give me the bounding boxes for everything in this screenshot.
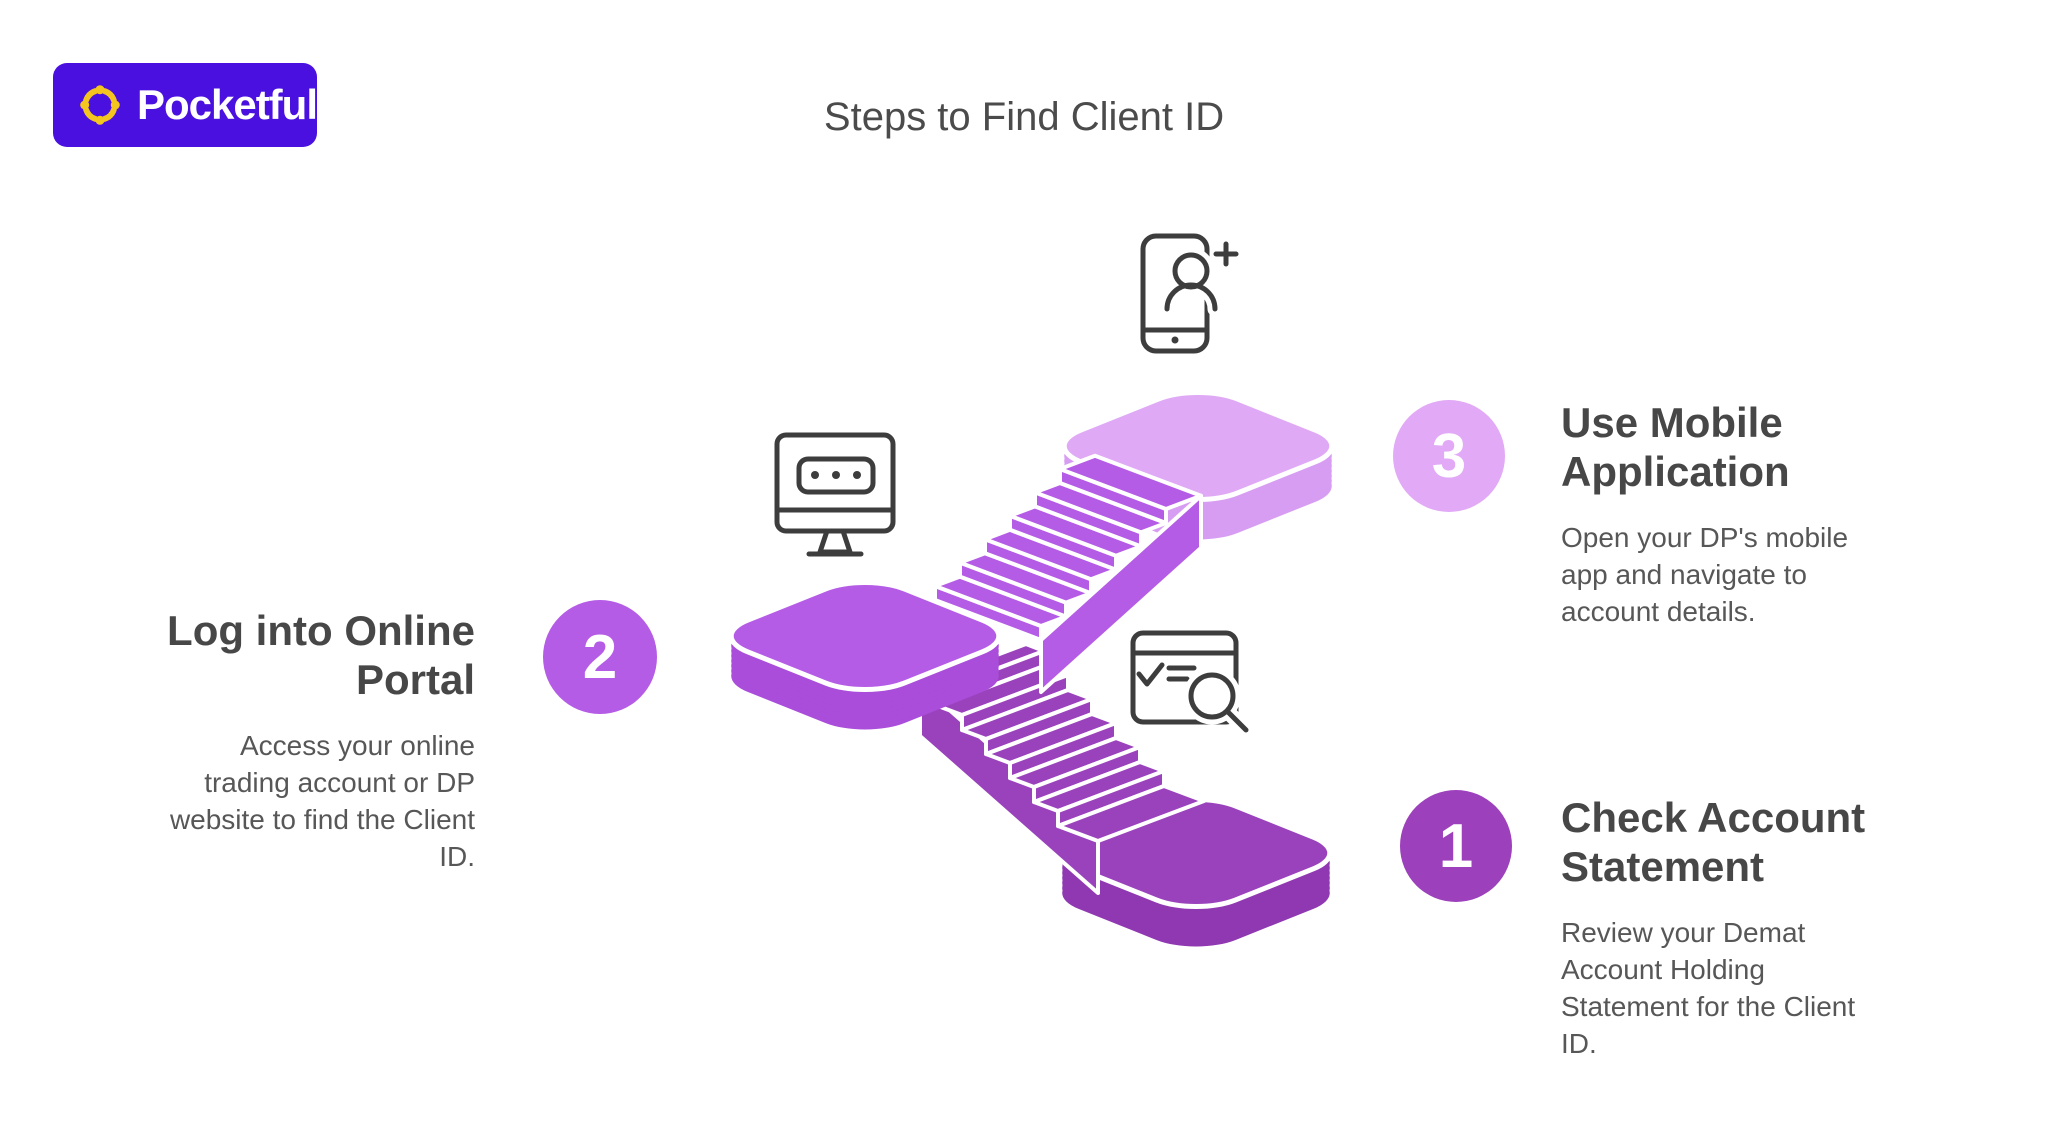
step-number: 2 bbox=[582, 622, 618, 692]
platform-bottom bbox=[1039, 790, 1353, 947]
step-block-2: Log into Online Portal Access your onlin… bbox=[95, 606, 475, 876]
phone-add-user-icon bbox=[1140, 233, 1239, 354]
platform-top bbox=[1041, 383, 1355, 540]
step-badge-2: 2 bbox=[543, 600, 657, 714]
step-description: Access your online trading account or DP… bbox=[169, 730, 475, 873]
document-search-icon bbox=[1130, 630, 1254, 738]
pocketful-splat-icon bbox=[80, 85, 120, 125]
step-title: Use Mobile Application bbox=[1561, 399, 1790, 496]
step-number: 3 bbox=[1431, 421, 1467, 491]
stairs-upper bbox=[933, 453, 1203, 694]
step-badge-1: 1 bbox=[1400, 790, 1512, 902]
stairs-lower bbox=[918, 642, 1206, 895]
step-description: Review your Demat Account Holding Statem… bbox=[1561, 917, 1856, 1060]
step-badge-3: 3 bbox=[1393, 400, 1505, 512]
step-number: 1 bbox=[1438, 811, 1474, 881]
step-block-1: Check Account Statement Review your Dema… bbox=[1561, 793, 1961, 1063]
step-title: Check Account Statement bbox=[1561, 794, 1866, 891]
monitor-password-icon bbox=[774, 432, 896, 557]
logo-text: Pocketful bbox=[136, 81, 318, 128]
pocketful-logo: Pocketful bbox=[53, 63, 318, 147]
step-title: Log into Online Portal bbox=[167, 607, 475, 704]
page-title: Steps to Find Client ID bbox=[823, 95, 1225, 139]
platform-middle bbox=[708, 573, 1022, 730]
step-description: Open your DP's mobile app and navigate t… bbox=[1561, 522, 1849, 628]
step-block-3: Use Mobile Application Open your DP's mo… bbox=[1561, 398, 1961, 631]
